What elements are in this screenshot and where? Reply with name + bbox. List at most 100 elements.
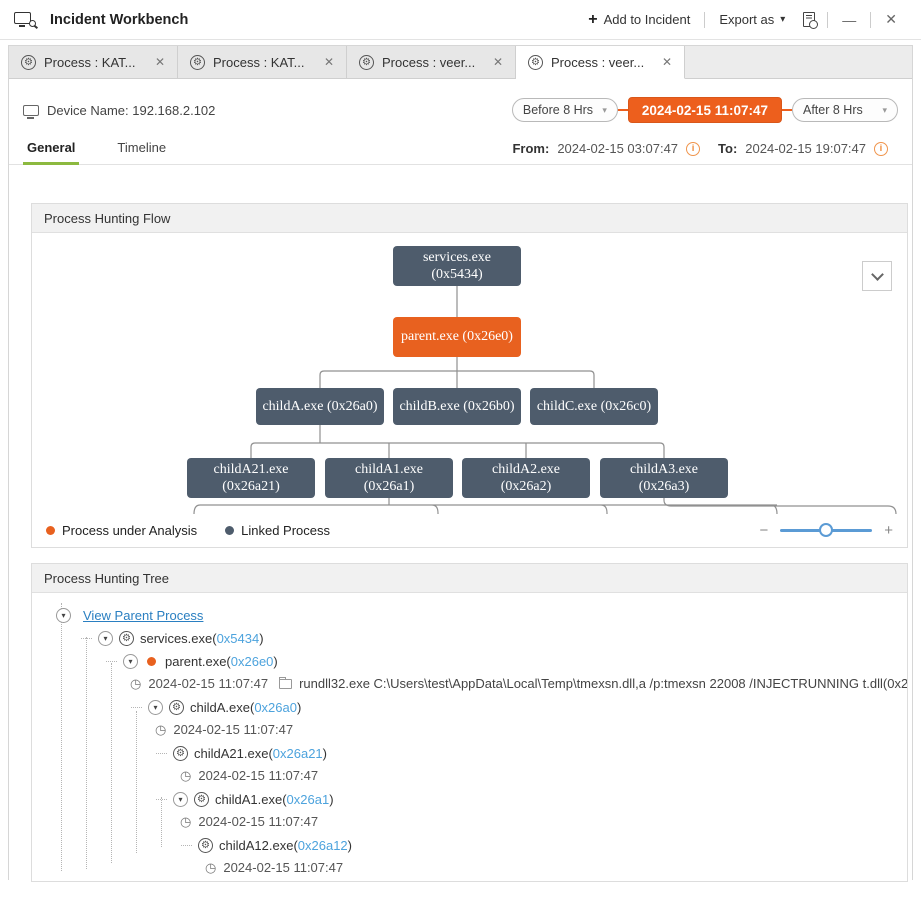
process-pid: 0x26a21	[272, 745, 323, 761]
process-start-time: 2024-02-15 11:07:47	[148, 676, 269, 691]
folder-icon	[279, 676, 293, 689]
export-as-label: Export as	[719, 12, 775, 27]
flow-node[interactable]: childB.exe (0x26b0)	[393, 388, 521, 425]
divider	[870, 11, 872, 28]
tree-toggle-icon[interactable]: ▾	[56, 607, 71, 623]
process-name[interactable]: childA21.exe(0x26a21)	[194, 745, 328, 761]
flow-node[interactable]: childA3.exe (0x26a3)	[600, 458, 728, 498]
process-tab[interactable]: ⚙ Process : veer... ✕	[347, 46, 516, 78]
tab-label: Process : veer...	[382, 54, 476, 70]
tab-label: Process : veer...	[551, 54, 645, 70]
minimize-button[interactable]: —	[842, 11, 857, 28]
process-icon: ⚙	[21, 54, 36, 70]
flow-node[interactable]: childA21.exe (0x26a21)	[187, 458, 315, 498]
process-icon: ⚙	[528, 54, 543, 70]
divider	[827, 11, 829, 28]
clock-icon: ◷	[205, 860, 217, 875]
flow-canvas[interactable]: services.exe (0x5434) parent.exe (0x26e0…	[32, 233, 907, 514]
from-value: 2024-02-15 03:07:47	[557, 141, 679, 156]
view-tabs-row: General Timeline From: 2024-02-15 03:07:…	[9, 135, 912, 165]
before-range-select[interactable]: Before 8 Hrs ▾	[511, 98, 618, 122]
legend-linked-process: Linked Process	[225, 523, 330, 538]
close-button[interactable]: ✕	[885, 11, 897, 27]
plus-icon: +	[588, 10, 598, 28]
after-range-select[interactable]: After 8 Hrs ▾	[792, 98, 898, 122]
process-tab[interactable]: ⚙ Process : KAT... ✕	[9, 46, 178, 78]
process-pid: 0x5434	[216, 630, 260, 646]
tab-close-icon[interactable]: ✕	[492, 55, 503, 69]
process-name[interactable]: childA.exe(0x26a0)	[190, 699, 302, 715]
tree-row: ⚙childA21.exe(0x26a21)	[32, 743, 907, 763]
zoom-slider-track[interactable]	[780, 523, 873, 537]
tab-label: Process : KAT...	[44, 54, 136, 70]
process-hunting-flow-panel: Process Hunting Flow services.exe (0x543…	[31, 203, 908, 548]
tree-branch-line	[156, 752, 167, 754]
info-icon[interactable]: i	[686, 141, 701, 156]
tree-row: ▾⚙childA1.exe(0x26a1)	[32, 789, 907, 809]
tab-close-icon[interactable]: ✕	[661, 55, 672, 69]
tree-toggle-icon[interactable]: ▾	[98, 630, 113, 646]
zoom-in-button[interactable]: +	[884, 522, 893, 539]
process-hunting-tree-panel: Process Hunting Tree ▾View Parent Proces…	[31, 563, 908, 882]
process-start-time: 2024-02-15 11:07:47	[173, 722, 294, 737]
tree-toggle-icon[interactable]: ▾	[173, 791, 188, 807]
tree-guide-line	[86, 637, 87, 869]
flow-node[interactable]: childC.exe (0x26c0)	[530, 388, 658, 425]
process-icon: ⚙	[359, 54, 374, 70]
tree-toggle-icon[interactable]: ▾	[123, 653, 138, 669]
tree-toggle-icon[interactable]: ▾	[148, 699, 163, 715]
pivot-time-button[interactable]: 2024-02-15 11:07:47	[627, 97, 782, 123]
process-name[interactable]: childA1.exe(0x26a1)	[215, 791, 334, 807]
process-tab[interactable]: ⚙Process : KAT...✕	[178, 46, 347, 78]
zoom-slider-handle[interactable]	[819, 523, 834, 537]
collapse-flow-button[interactable]	[862, 261, 892, 291]
tree-row: ▾⚙childA.exe(0x26a0)	[32, 697, 907, 717]
flow-node[interactable]: childA.exe (0x26a0)	[256, 388, 384, 425]
tree-detail-row: ◷2024-02-15 11:07:47	[32, 858, 907, 877]
add-to-incident-button[interactable]: + Add to Incident	[578, 11, 700, 29]
connector-line	[617, 109, 628, 111]
tree-branch-line	[81, 637, 92, 639]
after-range-value: After 8 Hrs	[803, 103, 863, 117]
flow-connectors	[193, 286, 897, 514]
device-row: Device Name: 192.168.2.102 Before 8 Hrs …	[9, 95, 912, 125]
tree-rows: ▾ View Parent Process ▾ ⚙ services.exe(0x543…	[32, 605, 907, 877]
process-name[interactable]: childA12.exe(0x26a12)	[219, 837, 353, 853]
flow-node[interactable]: parent.exe (0x26e0)	[393, 317, 521, 357]
export-as-button[interactable]: Export as ▾	[709, 12, 795, 27]
legend-dot-analysis	[46, 526, 55, 535]
view-parent-process-link[interactable]: View Parent Process	[83, 607, 204, 623]
tab-general[interactable]: General	[23, 140, 80, 165]
info-icon[interactable]: i	[874, 141, 888, 156]
clock-icon: ◷	[155, 722, 167, 737]
process-name[interactable]: parent.exe(0x26e0)	[165, 653, 278, 669]
process-icon: ⚙	[119, 630, 134, 646]
tree-branch-line	[106, 660, 117, 662]
zoom-slider: − +	[759, 522, 893, 539]
process-tabstrip: ⚙ Process : KAT... ✕ ⚙ Process : KAT... ✕ ⚙ Pro…	[9, 46, 912, 79]
flow-node[interactable]: childA1.exe (0x26a1)	[325, 458, 453, 498]
tab-close-icon[interactable]: ✕	[154, 55, 165, 69]
process-tab[interactable]: ⚙ Process : veer... ✕	[516, 46, 685, 79]
tree-row: ▾ ⚙ services.exe(0x5434)	[32, 628, 907, 648]
tab-timeline[interactable]: Timeline	[117, 140, 167, 155]
chevron-down-icon: ▾	[602, 104, 607, 115]
report-schedule-icon[interactable]	[803, 12, 819, 29]
zoom-out-button[interactable]: −	[759, 522, 769, 539]
tree-guide-line	[61, 603, 62, 871]
tab-close-icon[interactable]: ✕	[323, 55, 334, 69]
tab-content: Device Name: 192.168.2.102 Before 8 Hrs …	[9, 95, 912, 896]
process-name[interactable]: services.exe(0x5434)	[140, 630, 264, 646]
workbench-container: ⚙Process : KAT...✕⚙Process : KAT...✕⚙Pro…	[8, 45, 913, 896]
flow-node[interactable]: childA2.exe (0x26a2)	[462, 458, 590, 498]
tab-label: Process : KAT...	[213, 54, 305, 70]
tree-row: ▾ View Parent Process	[32, 605, 907, 625]
process-under-analysis-icon	[147, 656, 156, 666]
flow-node[interactable]: services.exe (0x5434)	[393, 246, 521, 286]
process-start-time: 2024-02-15 11:07:47	[198, 814, 319, 829]
tree-branch-line	[131, 706, 142, 708]
tree-guide-line	[136, 711, 137, 853]
flow-panel-title: Process Hunting Flow	[32, 204, 907, 233]
clock-icon: ◷	[180, 768, 192, 783]
